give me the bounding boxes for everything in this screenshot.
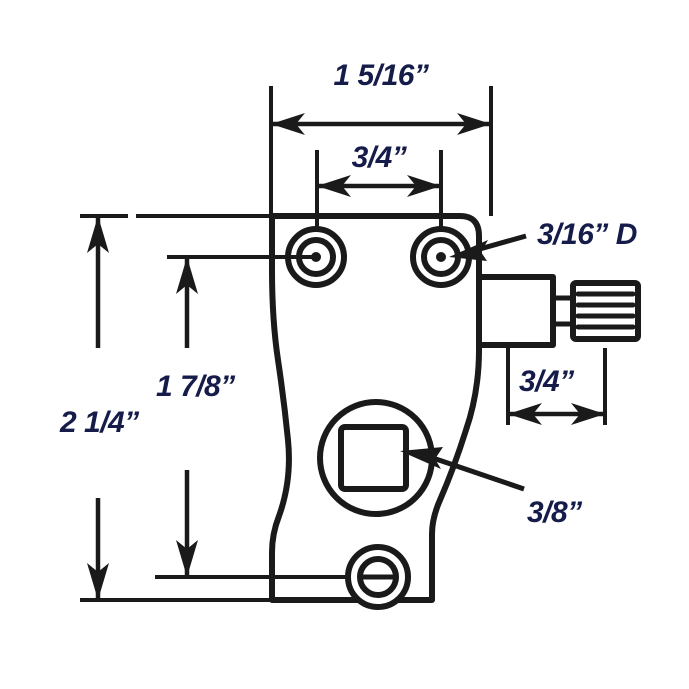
arrowhead-left-hole-spacing bbox=[317, 175, 351, 197]
label-hole-diameter: 3/16” D bbox=[537, 218, 637, 251]
label-square-drive: 3/8” bbox=[527, 496, 582, 529]
shaft-housing-block bbox=[476, 274, 556, 348]
label-inner-height: 1 7/8” bbox=[156, 370, 235, 403]
leader-line-square-drive bbox=[429, 454, 525, 492]
label-shaft-projection: 3/4” bbox=[519, 365, 574, 398]
knurl-stripes-group bbox=[575, 291, 636, 330]
arrowhead-bottom-overall-height bbox=[87, 563, 109, 600]
label-hole-spacing: 3/4” bbox=[352, 141, 407, 174]
arrowhead-top-overall-height bbox=[87, 216, 109, 253]
part-body-outline bbox=[269, 213, 482, 603]
arrowhead-right-overall-width bbox=[457, 113, 491, 135]
center-square-broach bbox=[317, 399, 435, 517]
label-overall-width: 1 5/16” bbox=[334, 59, 429, 92]
arrowhead-hole-diameter bbox=[449, 240, 488, 261]
arrowhead-right-hole-spacing bbox=[407, 175, 441, 197]
square-drive-hole bbox=[338, 424, 409, 492]
hole-center-dot bbox=[436, 252, 446, 262]
arrowhead-left-shaft-projection bbox=[508, 403, 542, 425]
arrowhead-right-shaft-projection bbox=[571, 403, 605, 425]
dimension-labels-group: 1 5/16” 3/4” 2 1/4” 1 7/8” 3/4” 3/16” D … bbox=[59, 59, 637, 529]
arrowhead-left-overall-width bbox=[271, 113, 305, 135]
shaft-neck bbox=[550, 295, 576, 327]
knurled-shaft-body bbox=[570, 280, 641, 342]
arrowhead-top-inner-height bbox=[176, 257, 198, 294]
lower-mounting-hole bbox=[345, 544, 411, 610]
dimension-lines-group bbox=[87, 113, 605, 600]
leader-lines-group bbox=[400, 233, 527, 492]
arrowhead-square-drive bbox=[400, 447, 443, 469]
arrowhead-bottom-inner-height bbox=[176, 540, 198, 577]
label-overall-height: 2 1/4” bbox=[59, 406, 139, 439]
